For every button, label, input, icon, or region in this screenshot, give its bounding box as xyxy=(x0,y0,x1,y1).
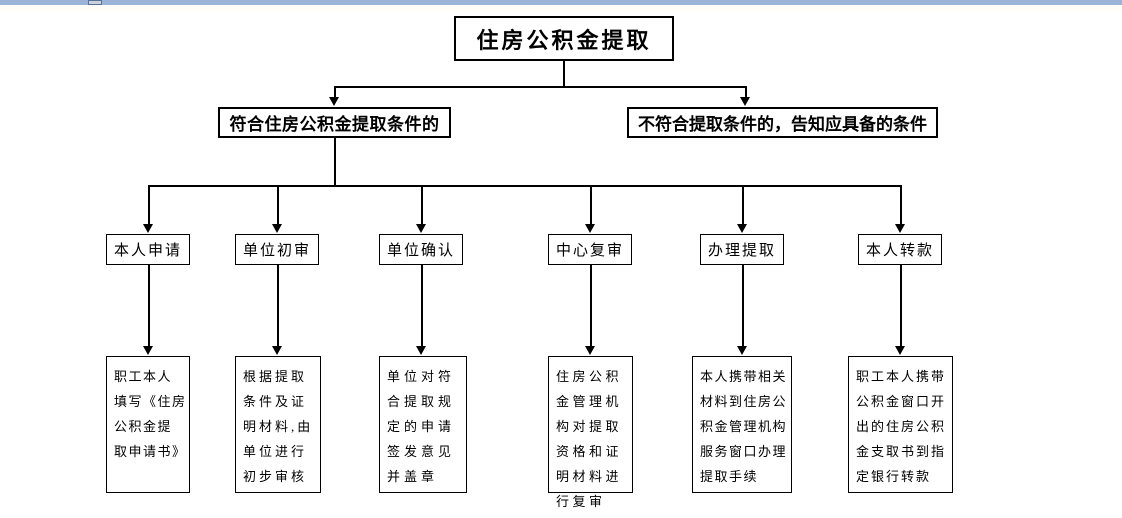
arrowhead-detail1 xyxy=(143,346,153,355)
window-top-bar xyxy=(0,0,1122,5)
arrowhead-step5 xyxy=(737,224,747,233)
arrowhead-detail2 xyxy=(272,346,282,355)
arrowhead-branch-right xyxy=(740,97,750,106)
detail-text: 住房公积 金管理机 构对提取 资格和证 明材料进 行复审 xyxy=(556,369,623,509)
arrowhead-detail4 xyxy=(585,346,595,355)
connector-step2-stem xyxy=(277,185,279,225)
step-label: 单位初审 xyxy=(242,243,311,259)
detail-text: 本人携带相关 材料到住房公 积金管理机构 服务窗口办理 提取手续 xyxy=(700,369,788,484)
step-label: 办理提取 xyxy=(707,243,776,259)
detail-box-transfer: 职工本人携带 公积金窗口开 出的住房公积 金支取书到指 定银行转款 xyxy=(848,356,953,493)
connector-level1-rail xyxy=(334,86,745,88)
step-box-transfer: 本人转款 xyxy=(858,234,942,265)
branch-eligible-box: 符合住房公积金提取条件的 xyxy=(218,107,451,138)
arrowhead-step6 xyxy=(895,224,905,233)
arrowhead-step4 xyxy=(585,224,595,233)
step-label: 单位确认 xyxy=(386,243,455,259)
connector-branch-left-stem xyxy=(334,86,336,98)
ruler-tab-handle[interactable] xyxy=(88,0,102,5)
flowchart-title-box: 住房公积金提取 xyxy=(454,16,674,61)
connector-step1-stem xyxy=(148,185,150,225)
detail-box-unit-confirm: 单位对符 合提取规 定的申请 签发意见 并盖章 xyxy=(379,356,467,493)
branch-not-eligible-label: 不符合提取条件的，告知应具备的条件 xyxy=(638,115,927,134)
step-label: 本人转款 xyxy=(865,243,934,259)
connector-title-stem xyxy=(563,61,565,86)
connector-detail6-stem xyxy=(900,265,902,347)
step-box-unit-first-review: 单位初审 xyxy=(235,234,319,265)
connector-detail4-stem xyxy=(590,265,592,347)
connector-detail1-stem xyxy=(148,265,150,347)
arrowhead-step1 xyxy=(143,224,153,233)
connector-detail2-stem xyxy=(277,265,279,347)
step-box-unit-confirm: 单位确认 xyxy=(379,234,463,265)
connector-branch-stem xyxy=(334,138,336,186)
branch-not-eligible-box: 不符合提取条件的，告知应具备的条件 xyxy=(627,107,938,138)
page-edge-strip xyxy=(0,5,1122,11)
step-label: 本人申请 xyxy=(113,243,182,259)
detail-text: 单位对符 合提取规 定的申请 签发意见 并盖章 xyxy=(387,369,456,484)
branch-eligible-label: 符合住房公积金提取条件的 xyxy=(229,115,440,134)
arrowhead-detail3 xyxy=(416,346,426,355)
connector-level2-rail xyxy=(148,185,901,187)
detail-text: 职工本人携带 公积金窗口开 出的住房公积 金支取书到指 定银行转款 xyxy=(856,369,947,484)
connector-step4-stem xyxy=(590,185,592,225)
connector-detail5-stem xyxy=(742,265,744,347)
connector-step5-stem xyxy=(742,185,744,225)
connector-step6-stem xyxy=(900,185,902,225)
arrowhead-detail6 xyxy=(895,346,905,355)
detail-text: 职工本人 填写《住房 公积金提 取申请书》 xyxy=(114,369,187,459)
detail-box-center-review: 住房公积 金管理机 构对提取 资格和证 明材料进 行复审 xyxy=(548,356,633,509)
arrowhead-branch-left xyxy=(329,97,339,106)
connector-step3-stem xyxy=(421,185,423,225)
arrowhead-detail5 xyxy=(737,346,747,355)
arrowhead-step3 xyxy=(416,224,426,233)
connector-detail3-stem xyxy=(421,265,423,347)
arrowhead-step2 xyxy=(272,224,282,233)
detail-box-withdrawal: 本人携带相关 材料到住房公 积金管理机构 服务窗口办理 提取手续 xyxy=(692,356,792,493)
step-box-withdrawal: 办理提取 xyxy=(700,234,784,265)
detail-box-unit-first-review: 根据提取 条件及证 明材料,由 单位进行 初步审核 xyxy=(235,356,321,493)
detail-box-apply: 职工本人 填写《住房 公积金提 取申请书》 xyxy=(106,356,190,493)
step-box-center-review: 中心复审 xyxy=(548,234,632,265)
step-label: 中心复审 xyxy=(555,243,624,259)
flowchart-title: 住房公积金提取 xyxy=(476,27,652,53)
connector-branch-right-stem xyxy=(745,86,747,98)
step-box-apply: 本人申请 xyxy=(106,234,190,265)
detail-text: 根据提取 条件及证 明材料,由 单位进行 初步审核 xyxy=(243,369,314,484)
